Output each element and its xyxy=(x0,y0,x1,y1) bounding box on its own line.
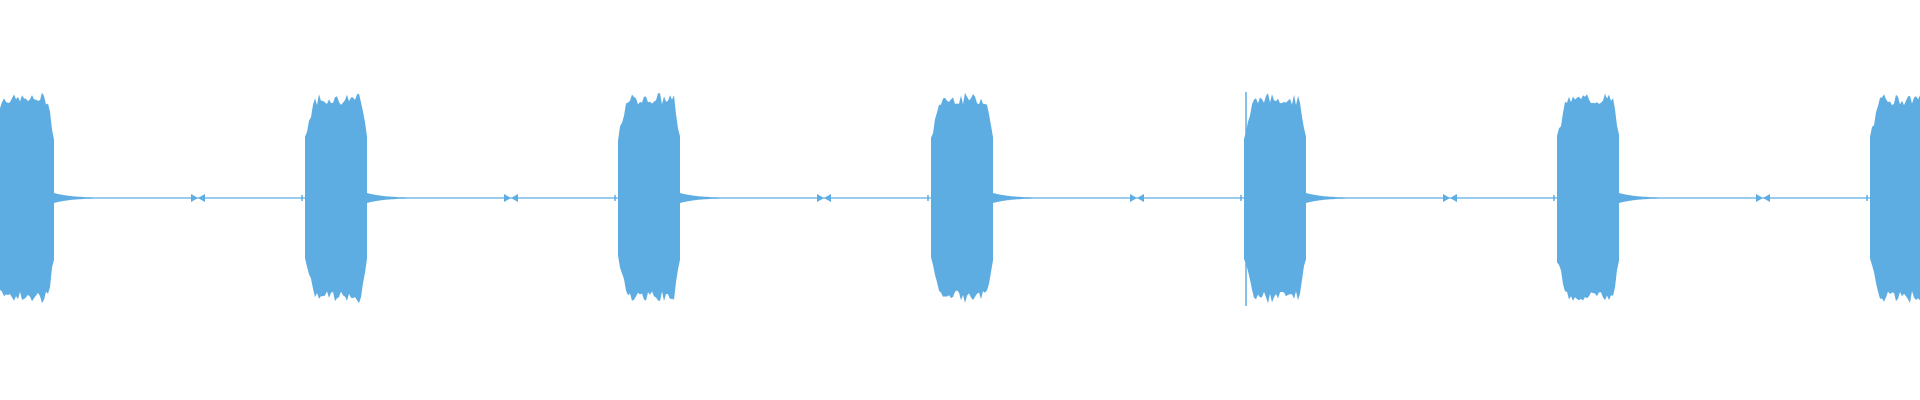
waveform-blip xyxy=(817,194,831,202)
waveform-decay-tail xyxy=(1306,193,1356,203)
waveform-burst xyxy=(1557,93,1619,301)
waveform-burst xyxy=(618,93,680,302)
waveform-decay-tail xyxy=(367,193,417,203)
waveform-burst xyxy=(1870,94,1920,303)
waveform-decay-tail xyxy=(993,193,1043,203)
waveform-burst xyxy=(1244,93,1306,304)
waveform-decay-tail xyxy=(680,193,730,203)
waveform-blip xyxy=(1443,194,1457,202)
waveform-blip xyxy=(1756,194,1770,202)
waveform-blip xyxy=(1130,194,1144,202)
waveform-burst xyxy=(931,92,993,303)
waveform-burst xyxy=(305,93,367,304)
waveform-burst xyxy=(0,92,54,304)
waveform-blip xyxy=(504,194,518,202)
waveform-decay-tail xyxy=(54,193,104,203)
waveform-blip xyxy=(191,194,205,202)
waveform-decay-tail xyxy=(1619,193,1669,203)
